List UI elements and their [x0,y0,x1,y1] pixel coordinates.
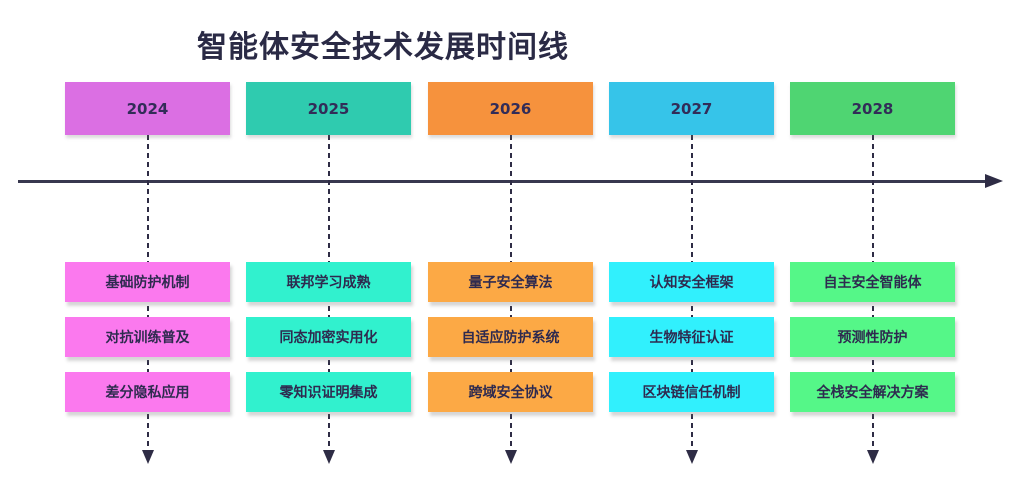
milestone-box: 对抗训练普及 [65,317,230,357]
timeline-column-2028: 2028 自主安全智能体 预测性防护 全栈安全解决方案 [790,0,955,504]
timeline-column-2024: 2024 基础防护机制 对抗训练普及 差分隐私应用 [65,0,230,504]
timeline-column-2026: 2026 量子安全算法 自适应防护系统 跨域安全协议 [428,0,593,504]
timeline-column-2025: 2025 联邦学习成熟 同态加密实用化 零知识证明集成 [246,0,411,504]
down-arrowhead-icon [504,450,517,464]
down-arrowhead-icon [685,450,698,464]
milestone-box: 生物特征认证 [609,317,774,357]
page-title: 智能体安全技术发展时间线 [197,30,569,65]
right-arrowhead-icon [985,174,1003,188]
down-arrowhead-icon [322,450,335,464]
milestone-box: 自主安全智能体 [790,262,955,302]
milestone-box: 量子安全算法 [428,262,593,302]
milestone-box: 同态加密实用化 [246,317,411,357]
milestone-box: 联邦学习成熟 [246,262,411,302]
down-arrowhead-icon [866,450,879,464]
milestone-box: 零知识证明集成 [246,372,411,412]
milestone-box: 自适应防护系统 [428,317,593,357]
milestone-box: 跨域安全协议 [428,372,593,412]
year-label-box: 2027 [609,82,774,135]
year-label-box: 2024 [65,82,230,135]
year-label-box: 2025 [246,82,411,135]
milestone-box: 区块链信任机制 [609,372,774,412]
milestone-box: 认知安全框架 [609,262,774,302]
down-arrowhead-icon [141,450,154,464]
milestone-box: 预测性防护 [790,317,955,357]
milestone-box: 全栈安全解决方案 [790,372,955,412]
year-label-box: 2026 [428,82,593,135]
timeline-column-2027: 2027 认知安全框架 生物特征认证 区块链信任机制 [609,0,774,504]
milestone-box: 差分隐私应用 [65,372,230,412]
year-label-box: 2028 [790,82,955,135]
timeline-axis [18,180,988,183]
milestone-box: 基础防护机制 [65,262,230,302]
